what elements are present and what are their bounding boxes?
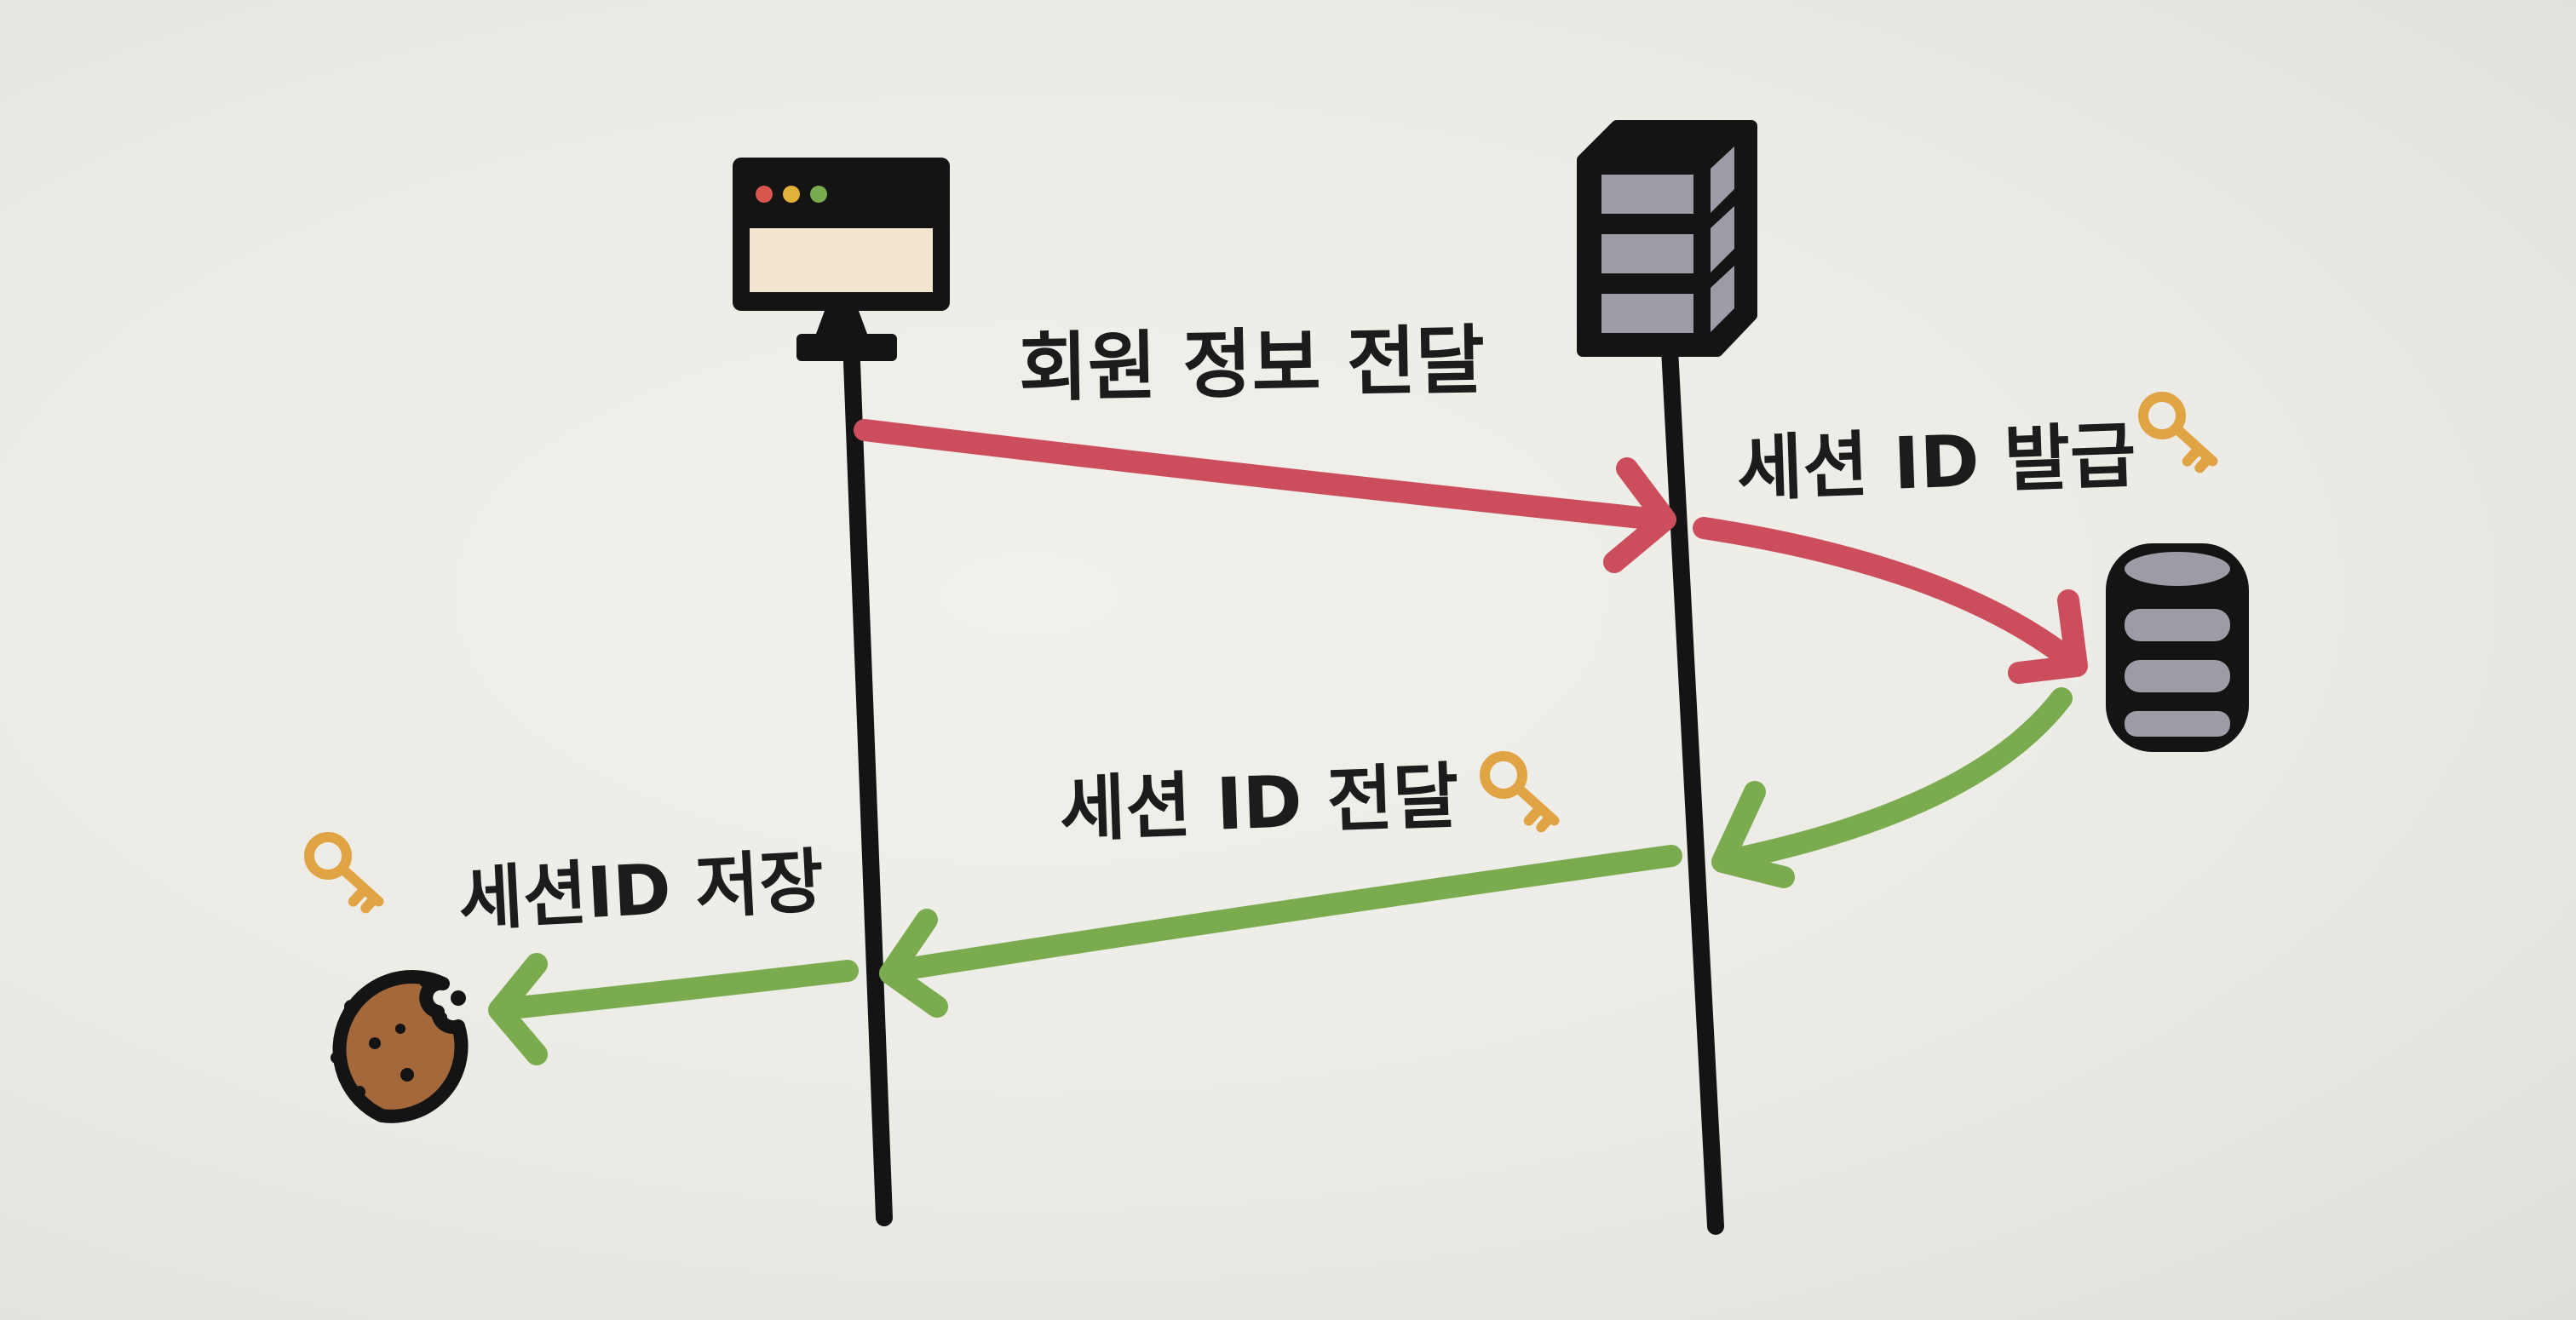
server-rack-icon (1577, 120, 1757, 357)
response-arrow-server-to-client (879, 845, 1682, 1018)
server-lifeline (1661, 341, 1724, 1235)
key-icon (304, 832, 384, 914)
cookie-icon (331, 970, 469, 1123)
key-icon (1480, 751, 1560, 833)
message-label-deliver-session-id: 세션 ID 전달 (1058, 755, 1460, 852)
client-lifeline (843, 353, 893, 1226)
message-label-issue-session-id: 세션 ID 발급 (1735, 414, 2137, 511)
request-arrow-server-to-database (1693, 517, 2088, 684)
request-arrow-client-to-server (854, 419, 1676, 573)
response-arrow-database-to-server (1711, 687, 2073, 888)
message-label-send-member-info: 회원 정보 전달 (1018, 316, 1486, 412)
browser-window-icon (733, 158, 950, 361)
database-icon (2106, 543, 2249, 752)
key-icon (2138, 392, 2218, 473)
message-label-store-session-id: 세션ID 저장 (457, 841, 825, 941)
response-arrow-client-to-cookie (488, 953, 859, 1065)
